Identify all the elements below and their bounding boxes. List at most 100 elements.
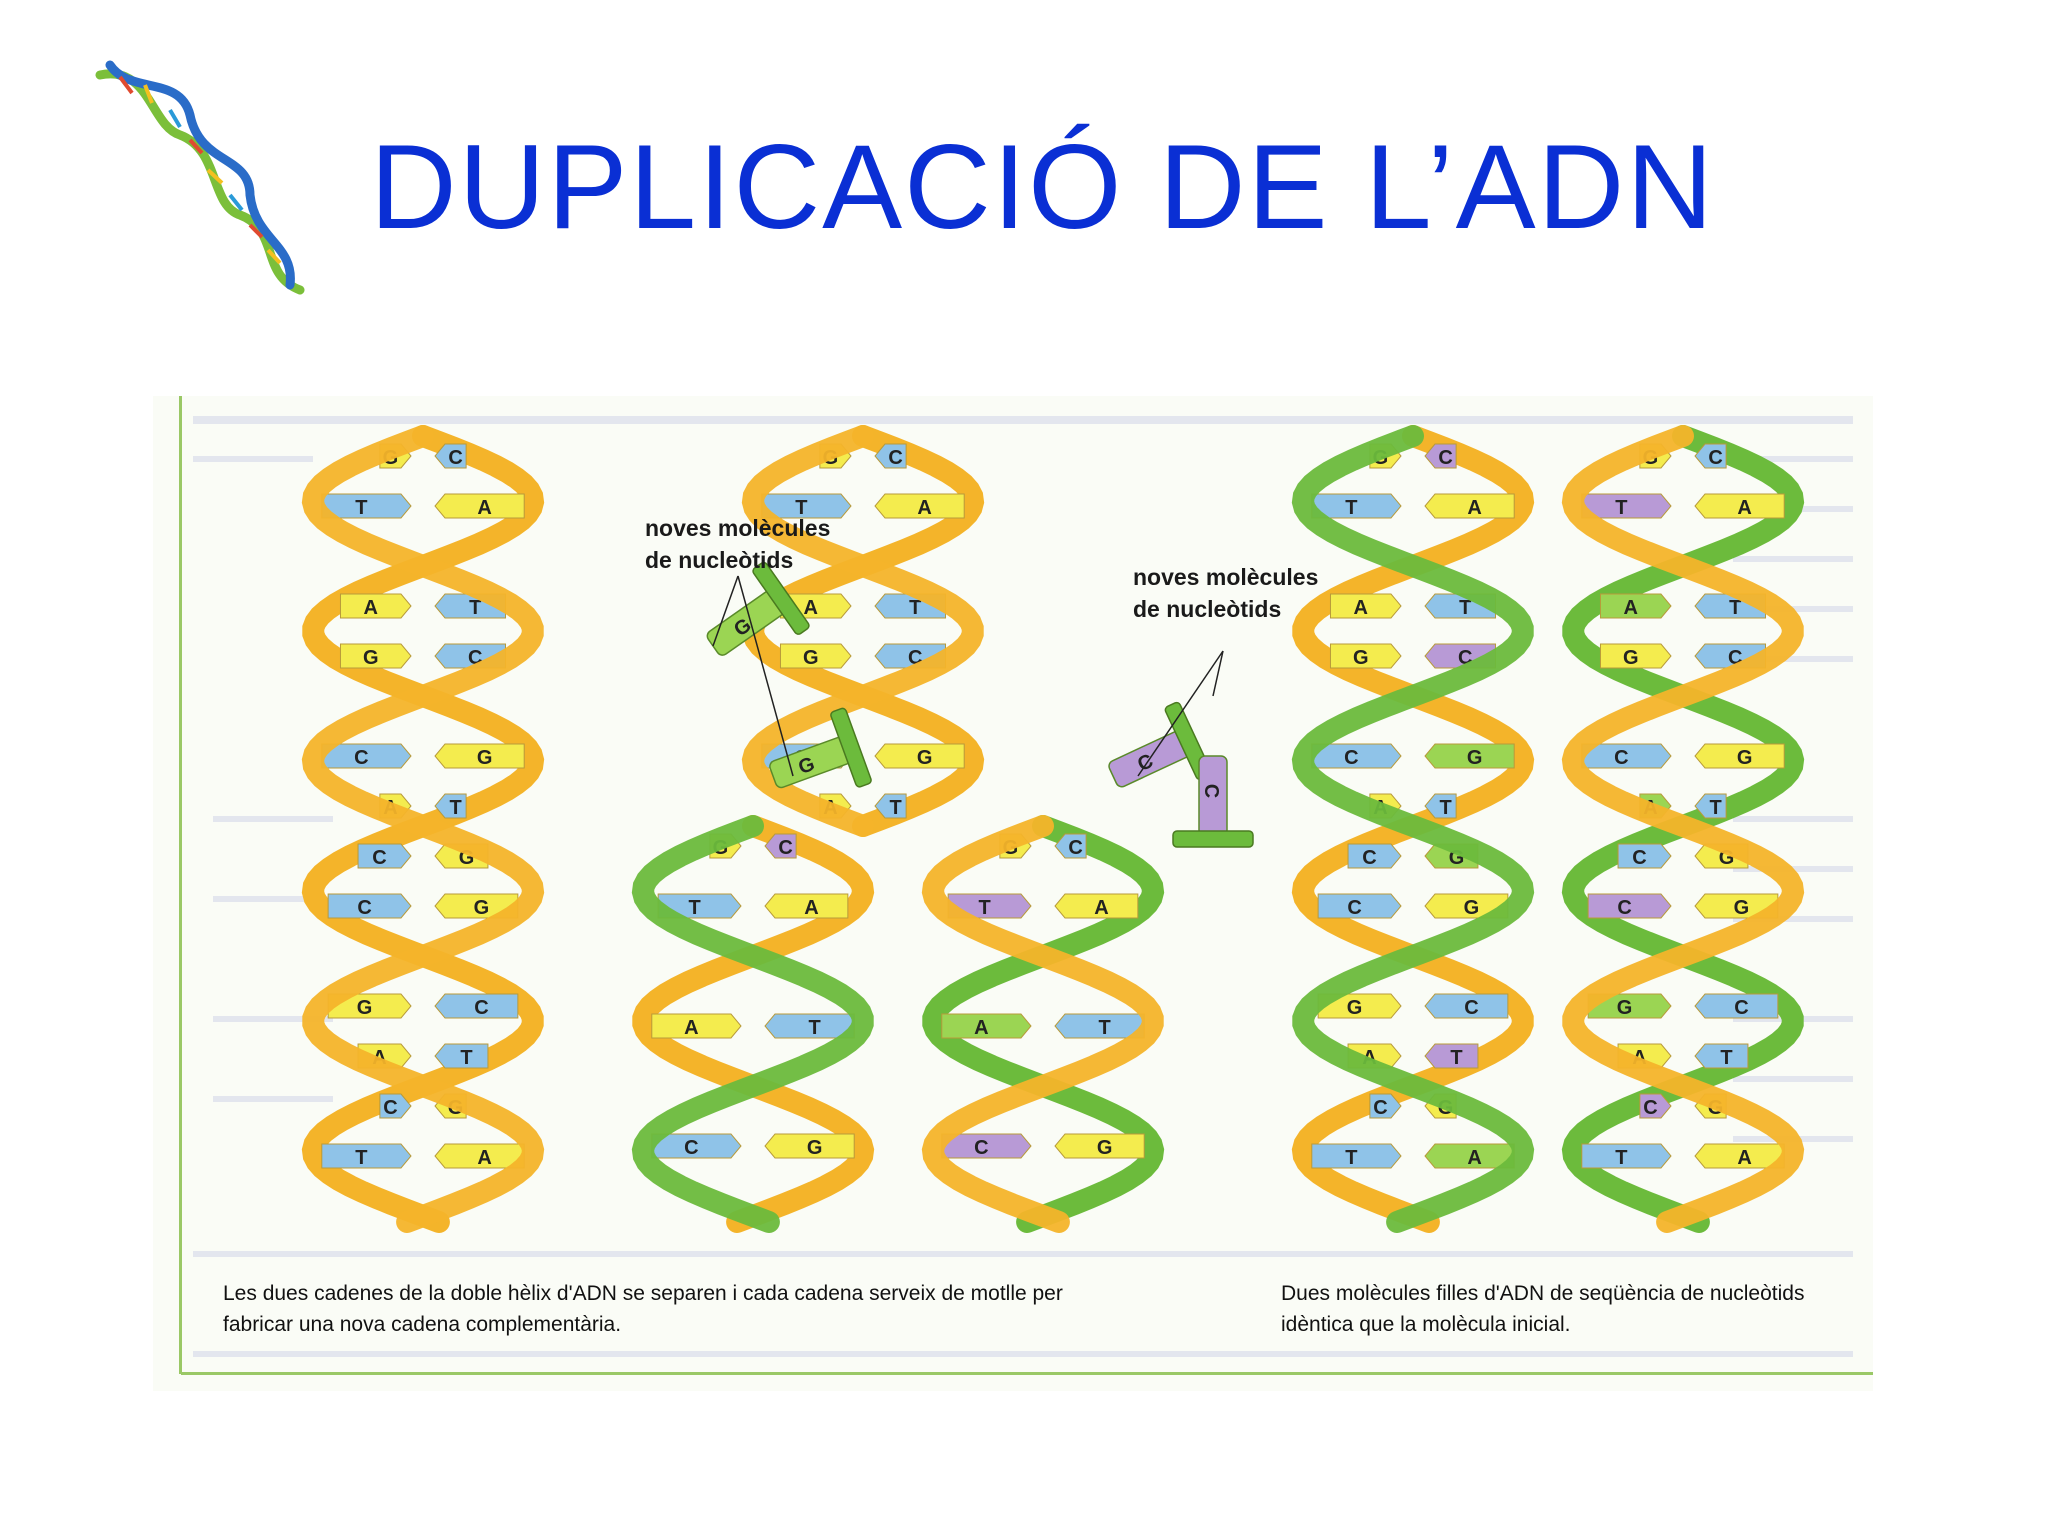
nucleotide-base: [1317, 893, 1402, 919]
new-nucleotides-label-1: noves molècules de nucleòtids: [645, 512, 830, 576]
base-letter: A: [1737, 1147, 1751, 1169]
nucleotide-base: [764, 1013, 855, 1039]
sugar-phosphate: [830, 707, 872, 788]
base-letter: T: [1459, 597, 1471, 619]
nucleotide-base: [1054, 893, 1139, 919]
base-letter: C: [474, 997, 488, 1019]
nucleotide-base: [764, 1133, 855, 1159]
sugar-phosphate: [1172, 830, 1254, 848]
nucleotide-base: [434, 993, 519, 1019]
helix-drawing: GCTAATGCCGATCGCGGCATCGTAGCTAATGCCGATGCTA…: [301, 425, 1805, 1233]
base-letter: C: [383, 1097, 397, 1119]
base-letter: C: [357, 897, 371, 919]
base-letter: T: [1345, 497, 1357, 519]
nucleotide-base: [941, 1013, 1032, 1039]
base-letter: G: [1347, 997, 1363, 1019]
nucleotide-base: [321, 1143, 412, 1169]
free-nucleotide: C: [1108, 701, 1212, 788]
base-letter: C: [1632, 847, 1646, 869]
base-letter: T: [889, 797, 901, 819]
base-letter: G: [807, 1137, 823, 1159]
base-letter: T: [1720, 1047, 1732, 1069]
nucleotide-base: [434, 893, 519, 919]
nucleotide-base: [651, 1013, 742, 1039]
base-letter: G: [1097, 1137, 1113, 1159]
base-letter: C: [1464, 997, 1478, 1019]
base-letter: G: [363, 647, 379, 669]
nucleotide-base: [779, 643, 852, 669]
nucleotide-base: [357, 843, 412, 869]
base-letter: T: [460, 1047, 472, 1069]
base-letter: A: [804, 597, 818, 619]
base-letter: T: [795, 497, 807, 519]
label-line: de nucleòtids: [1133, 596, 1282, 622]
base-letter: C: [1347, 897, 1361, 919]
base-letter: C: [1438, 447, 1452, 469]
nucleotide-base: [764, 833, 797, 859]
base-letter: G: [1464, 897, 1480, 919]
base-letter: A: [684, 1017, 698, 1039]
base-letter: A: [1467, 497, 1481, 519]
nucleotide-base: [434, 1043, 489, 1069]
nucleotide-base: [1639, 1093, 1672, 1119]
nucleotide-base: [1424, 1143, 1515, 1169]
base-letter: T: [1615, 1147, 1627, 1169]
backbone-strand: [632, 815, 875, 1233]
base-letter: T: [1729, 597, 1741, 619]
base-letter: G: [1734, 897, 1750, 919]
base-letter: G: [1353, 647, 1369, 669]
base-letter: C: [1614, 747, 1628, 769]
nucleotide-base: [874, 493, 965, 519]
base-letter: A: [1467, 1147, 1481, 1169]
nucleotide-base: [1694, 1043, 1749, 1069]
base-letter: T: [1709, 797, 1721, 819]
nucleotide-base: [434, 793, 467, 819]
base-letter: T: [1615, 497, 1627, 519]
frame-left-rule: [179, 396, 182, 1374]
nucleotide-base: [1329, 593, 1402, 619]
base-letter: T: [355, 1147, 367, 1169]
nucleotide-base: [379, 1093, 412, 1119]
base-letter: G: [803, 647, 819, 669]
base-letter: A: [364, 597, 378, 619]
nucleotide-base: [1424, 443, 1457, 469]
nucleotide-base: [339, 643, 412, 669]
backbone-strand: [741, 425, 984, 837]
nucleotide-base: [874, 793, 907, 819]
nucleotide-base: [1599, 643, 1672, 669]
label-line: noves molècules: [645, 515, 831, 541]
new-nucleotides-label-2: noves molècules de nucleòtids: [1133, 561, 1318, 625]
nucleotide-base: [1311, 1143, 1402, 1169]
nucleotide-base: [1329, 643, 1402, 669]
nucleotide-base: [1369, 1093, 1402, 1119]
base-letter: G: [795, 753, 817, 779]
nucleotide-base: [1424, 743, 1515, 769]
backbone-strand: [1291, 425, 1535, 1233]
base-letter: T: [1345, 1147, 1357, 1169]
label-pointer: [737, 575, 794, 777]
base-letter: C: [974, 1137, 988, 1159]
nucleotide-base: [327, 993, 412, 1019]
base-letter: G: [1617, 997, 1633, 1019]
nucleotide-base: [327, 893, 412, 919]
base-letter: T: [469, 597, 481, 619]
base-letter: A: [1624, 597, 1638, 619]
nucleotide-base: [1424, 793, 1457, 819]
nucleotide-base: [1424, 493, 1515, 519]
dna-helix-icon: [90, 55, 310, 305]
base-letter: C: [1344, 747, 1358, 769]
caption-daughter-molecules: Dues molècules filles d'ADN de seqüència…: [1281, 1282, 1805, 1336]
base-letter: T: [978, 897, 990, 919]
base-letter: C: [888, 447, 902, 469]
base-letter: C: [1734, 997, 1748, 1019]
nucleotide-base: [1587, 993, 1672, 1019]
nucleotide-base: [874, 743, 965, 769]
nucleotide-base: [1694, 793, 1727, 819]
nucleotide-base: [1694, 893, 1779, 919]
label-pointer: [712, 575, 739, 647]
label-pointer: [1212, 650, 1224, 697]
nucleotide-base: [1424, 893, 1509, 919]
caption-separation: Les dues cadenes de la doble hèlix d'ADN…: [223, 1282, 1063, 1336]
base-letter: T: [449, 797, 461, 819]
